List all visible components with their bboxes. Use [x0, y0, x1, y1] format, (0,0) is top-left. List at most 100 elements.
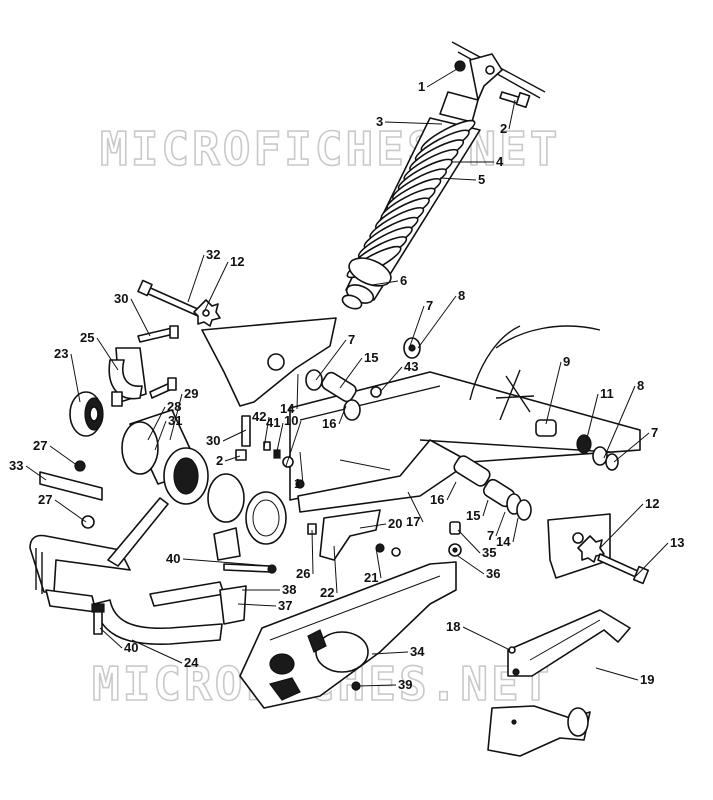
callout-c13: 13	[670, 535, 684, 550]
leader-line	[224, 455, 241, 462]
leader-line	[371, 280, 399, 286]
callout-c7d: 7	[487, 528, 494, 543]
callout-c16a: 16	[322, 416, 336, 431]
watermark-top: MICROFICHES.NET	[100, 122, 560, 176]
leader-line	[315, 339, 347, 381]
leader-line	[613, 432, 650, 463]
leader-line	[585, 393, 599, 443]
lower-bracket	[213, 527, 247, 625]
callout-c22: 22	[320, 585, 334, 600]
leader-line	[339, 357, 363, 389]
bushing-center	[305, 337, 532, 521]
callout-c11: 11	[600, 386, 614, 401]
leader-line	[409, 305, 425, 347]
leader-line	[154, 420, 167, 451]
leader-line	[482, 499, 489, 517]
callout-c34: 34	[410, 644, 425, 659]
callout-c39: 39	[398, 677, 412, 692]
callout-c24: 24	[184, 655, 199, 670]
leader-line	[375, 547, 382, 579]
callout-c30a: 30	[206, 433, 220, 448]
leader-line	[595, 667, 639, 681]
callout-c43: 43	[404, 359, 418, 374]
leader-line	[439, 177, 477, 181]
leader-line	[635, 542, 669, 577]
callout-c40b: 40	[124, 640, 138, 655]
leader-line	[54, 499, 87, 523]
drive-drum	[121, 409, 287, 545]
callout-c32: 32	[206, 247, 220, 262]
callout-c1a: 1	[418, 79, 425, 94]
callout-c21: 21	[364, 570, 378, 585]
callout-c28: 28	[167, 399, 181, 414]
callout-c38: 38	[282, 582, 296, 597]
callout-c27b: 27	[38, 492, 52, 507]
callout-c27a: 27	[33, 438, 47, 453]
leader-line	[603, 385, 636, 459]
callout-c7c: 7	[651, 425, 658, 440]
bolt-40a	[223, 563, 277, 574]
callout-c10: 10	[284, 413, 298, 428]
callout-c15b: 15	[466, 508, 480, 523]
leader-line	[203, 261, 229, 313]
callout-c14b: 14	[496, 534, 511, 549]
callout-c4: 4	[496, 154, 504, 169]
leader-line	[462, 626, 511, 651]
leader-line	[311, 529, 314, 575]
leader-line	[237, 603, 277, 607]
callout-c25: 25	[80, 330, 94, 345]
callout-c7a: 7	[426, 298, 433, 313]
callout-c9: 9	[563, 354, 570, 369]
upper-plate	[201, 317, 337, 407]
leader-line	[508, 99, 516, 130]
leader-line	[296, 373, 299, 410]
chain-case	[239, 561, 457, 709]
leader-line	[359, 523, 387, 529]
shock-absorber	[341, 91, 481, 310]
idler-arm	[507, 609, 631, 677]
callout-c36: 36	[486, 566, 500, 581]
callout-c29: 29	[184, 386, 198, 401]
callout-c41: 41	[266, 415, 280, 430]
callout-c23: 23	[54, 346, 68, 361]
leader-line	[545, 361, 562, 425]
leader-line	[495, 511, 506, 537]
star-washer-12a	[193, 299, 221, 327]
leader-line	[130, 298, 151, 337]
bolt-32	[137, 279, 201, 317]
leader-line	[96, 337, 119, 371]
roller-wheel	[69, 391, 104, 437]
leader-line	[379, 366, 403, 393]
leader-line	[70, 353, 81, 403]
callout-c8b: 8	[637, 378, 644, 393]
leader-line	[131, 639, 183, 664]
leader-line	[285, 420, 302, 467]
bolt-40b	[91, 603, 105, 635]
leader-line	[457, 529, 481, 554]
left-bracket	[108, 347, 147, 407]
leader-line	[299, 451, 304, 485]
callout-c19: 19	[640, 672, 654, 687]
callout-c17: 17	[406, 514, 420, 529]
leader-line	[187, 254, 205, 303]
callout-c3: 3	[376, 114, 383, 129]
leader-line	[338, 405, 347, 425]
leader-line	[599, 503, 644, 549]
callout-c2a: 2	[500, 121, 507, 136]
rear-mount-plate	[547, 513, 650, 585]
callout-c37: 37	[278, 598, 292, 613]
leader-line	[333, 545, 338, 594]
leader-line	[407, 491, 424, 523]
leader-line	[512, 517, 519, 543]
small-bolts-center	[235, 386, 382, 489]
leader-line	[457, 555, 485, 575]
callout-c31: 31	[168, 413, 182, 428]
leader-line	[222, 429, 247, 442]
leader-line	[371, 651, 409, 655]
leader-line	[275, 422, 284, 457]
leader-line	[147, 406, 166, 441]
leader-line	[263, 416, 270, 449]
